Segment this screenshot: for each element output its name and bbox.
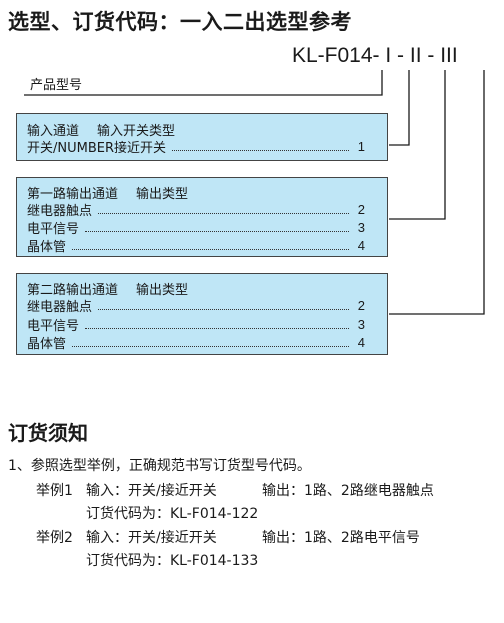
option-code: 3 bbox=[357, 220, 365, 235]
option-row: 继电器触点 2 bbox=[27, 297, 365, 315]
connector-output2 bbox=[389, 70, 485, 315]
output1-channel-box: 第一路输出通道 输出类型 继电器触点 2 电平信号 3 晶体管 4 bbox=[16, 177, 388, 257]
order-notes-heading: 订货须知 bbox=[8, 421, 88, 445]
option-row: 晶体管 4 bbox=[27, 334, 365, 352]
example-order-code: 订货代码为：KL-F014-122 bbox=[86, 506, 259, 522]
connector-input bbox=[389, 70, 410, 146]
dot-leader bbox=[72, 249, 349, 250]
dot-leader bbox=[98, 309, 349, 310]
output2-channel-heading: 第二路输出通道 bbox=[27, 283, 119, 298]
order-notes-intro: 1、参照选型举例，正确规范书写订货型号代码。 bbox=[8, 458, 311, 474]
option-code: 3 bbox=[357, 317, 365, 332]
example-label: 举例1 bbox=[36, 483, 73, 499]
dot-leader bbox=[98, 213, 349, 214]
output1-box-heading: 第一路输出通道 输出类型 bbox=[27, 183, 188, 202]
example-order-code: 订货代码为：KL-F014-133 bbox=[86, 553, 259, 569]
output1-type-heading: 输出类型 bbox=[136, 187, 189, 202]
option-row: 继电器触点 2 bbox=[27, 201, 365, 219]
option-label: 开关/NUMBER接近开关 bbox=[27, 141, 167, 156]
option-row: 晶体管 4 bbox=[27, 237, 365, 255]
example-input: 输入：开关/接近开关 bbox=[86, 483, 217, 499]
option-code: 1 bbox=[357, 139, 365, 154]
example-output: 输出：1路、2路继电器触点 bbox=[262, 483, 434, 499]
example-output: 输出：1路、2路电平信号 bbox=[262, 530, 420, 546]
dot-leader bbox=[85, 231, 349, 232]
option-code: 2 bbox=[357, 298, 365, 313]
option-label: 电平信号 bbox=[27, 222, 80, 237]
output2-box-heading: 第二路输出通道 输出类型 bbox=[27, 279, 188, 298]
example-label: 举例2 bbox=[36, 530, 73, 546]
dot-leader bbox=[172, 150, 349, 151]
option-code: 4 bbox=[357, 335, 365, 350]
option-label: 晶体管 bbox=[27, 240, 67, 255]
option-label: 电平信号 bbox=[27, 319, 80, 334]
input-type-heading: 输入开关类型 bbox=[97, 124, 176, 139]
option-row: 电平信号 3 bbox=[27, 219, 365, 237]
output2-channel-box: 第二路输出通道 输出类型 继电器触点 2 电平信号 3 晶体管 4 bbox=[16, 273, 388, 355]
output1-channel-heading: 第一路输出通道 bbox=[27, 187, 119, 202]
option-label: 晶体管 bbox=[27, 337, 67, 352]
option-code: 4 bbox=[357, 238, 365, 253]
option-label: 继电器触点 bbox=[27, 300, 93, 315]
model-label: 产品型号 bbox=[30, 78, 83, 93]
page-title: 选型、订货代码：一入二出选型参考 bbox=[8, 10, 352, 34]
option-row: 电平信号 3 bbox=[27, 316, 365, 334]
dot-leader bbox=[72, 346, 349, 347]
input-channel-heading: 输入通道 bbox=[27, 124, 80, 139]
connector-output1 bbox=[389, 70, 446, 220]
input-channel-box: 输入通道 输入开关类型 开关/NUMBER接近开关 1 bbox=[16, 113, 388, 161]
output2-type-heading: 输出类型 bbox=[136, 283, 189, 298]
option-row: 开关/NUMBER接近开关 1 bbox=[27, 138, 365, 156]
dot-leader bbox=[85, 328, 349, 329]
option-code: 2 bbox=[357, 202, 365, 217]
option-label: 继电器触点 bbox=[27, 204, 93, 219]
model-code: KL-F014- I - II - III bbox=[292, 44, 458, 67]
input-box-heading: 输入通道 输入开关类型 bbox=[27, 120, 175, 139]
model-label-underline bbox=[24, 70, 383, 96]
example-input: 输入：开关/接近开关 bbox=[86, 530, 217, 546]
